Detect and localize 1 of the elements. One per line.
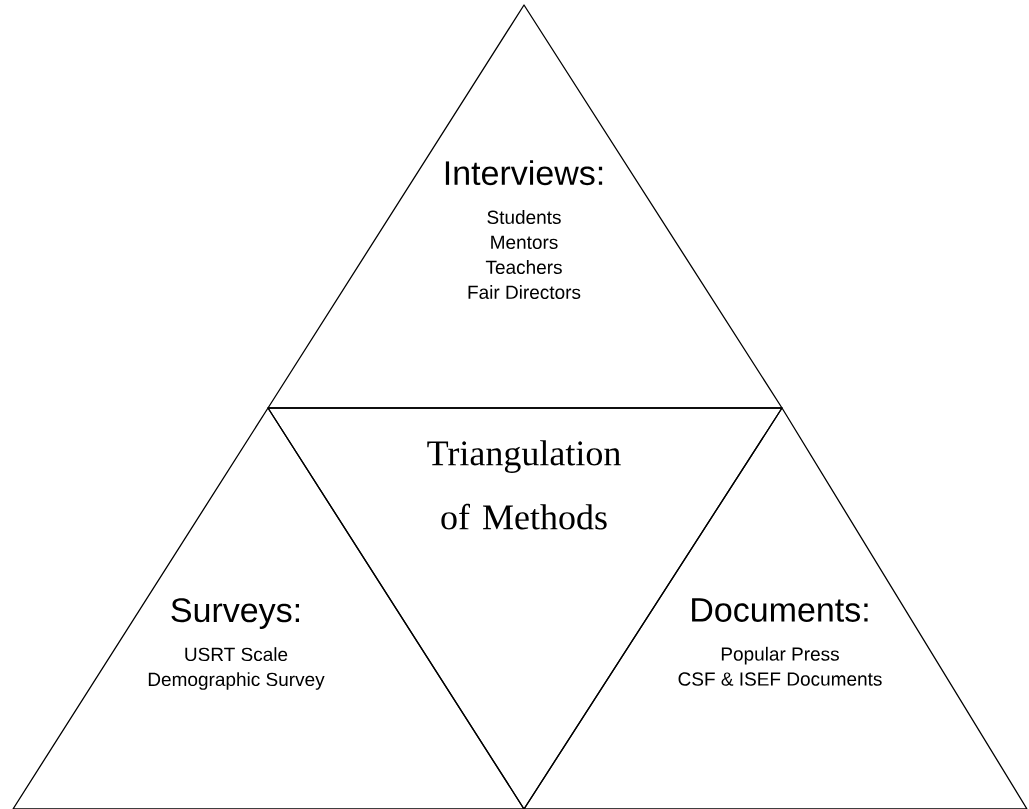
triangle-panel: Interviews: Students Mentors Teachers Fair Directors <box>267 4 783 409</box>
